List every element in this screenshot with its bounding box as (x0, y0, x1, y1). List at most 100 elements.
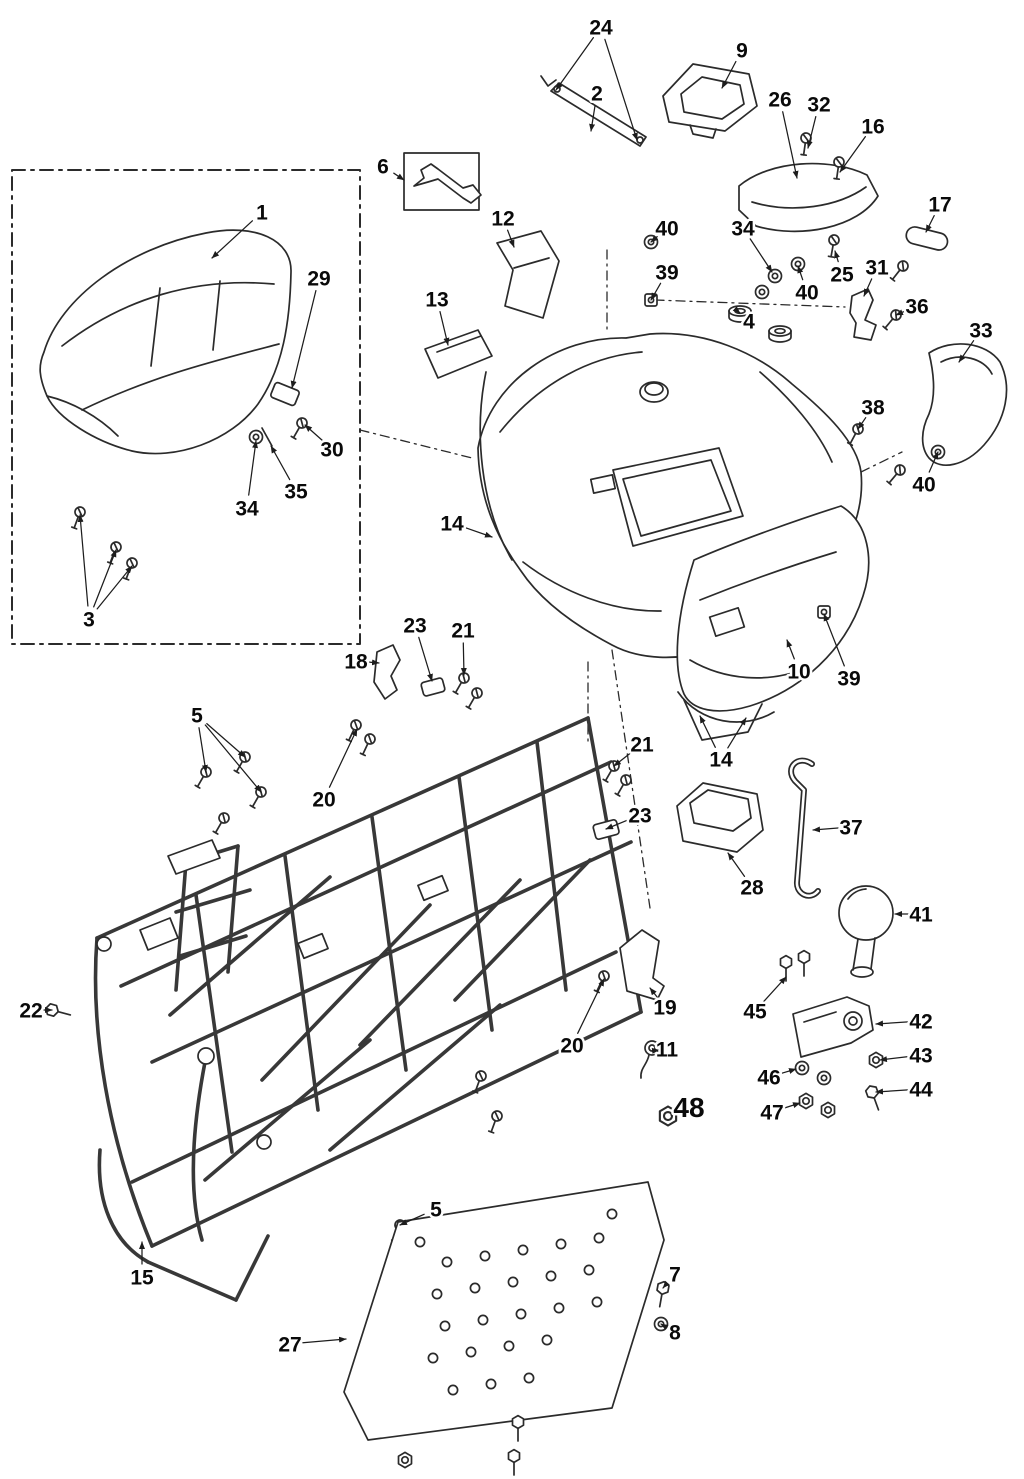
callout-leader-40 (650, 235, 659, 243)
callout-leader-25 (834, 250, 840, 263)
part-callout-6: 6 (377, 156, 389, 179)
washer-icon (790, 256, 806, 272)
part-28-tool-box (676, 782, 764, 853)
part-callout-43: 43 (909, 1045, 932, 1068)
callout-leader-13 (439, 310, 450, 346)
part-10-rear-fender (676, 505, 870, 741)
callout-leader-6 (393, 172, 405, 181)
part-callout-46: 46 (757, 1067, 780, 1090)
bolt-icon (507, 1448, 521, 1476)
part-callout-21: 21 (630, 734, 654, 757)
part-31-bracket (849, 288, 877, 341)
callout-leader-23 (605, 819, 629, 830)
screw-icon (591, 968, 612, 995)
callout-leader-3 (77, 514, 89, 607)
callout-leader-23 (418, 636, 433, 682)
part-callout-36: 36 (905, 296, 928, 319)
callout-leader-14 (463, 526, 493, 538)
frame-mount-details (96, 839, 449, 1150)
part-41-ball-knob (838, 885, 894, 978)
part-callout-14: 14 (709, 749, 733, 772)
screw-icon (880, 307, 904, 333)
part-callout-34: 34 (235, 498, 259, 521)
part-callout-37: 37 (839, 817, 862, 840)
part-callout-35: 35 (284, 481, 308, 504)
callout-leader-14 (727, 717, 747, 749)
part-6-wrench (403, 152, 482, 211)
callout-leader-2 (589, 105, 596, 132)
bolt-icon (43, 1002, 73, 1022)
callout-leader-5 (198, 727, 208, 773)
callout-leader-4 (732, 306, 741, 314)
part-12-shield (496, 230, 560, 319)
detail-box-border (11, 169, 361, 645)
callout-leader-7 (662, 1280, 670, 1289)
screw-icon (463, 685, 485, 712)
screw-icon (68, 504, 88, 531)
callout-leader-18 (368, 659, 380, 666)
part-callout-25: 25 (830, 264, 854, 287)
part-callout-2: 2 (591, 83, 603, 106)
callout-leader-26 (782, 111, 799, 179)
callout-leader-40 (928, 451, 939, 473)
part-callout-28: 28 (740, 877, 764, 900)
screw-icon (357, 731, 378, 758)
callout-leader-9 (721, 60, 737, 89)
part-callout-31: 31 (865, 257, 889, 280)
part-callout-8: 8 (669, 1322, 681, 1345)
part-16-rear-rack (738, 131, 879, 300)
part-callout-48: 48 (673, 1092, 704, 1123)
part-callout-14: 14 (440, 513, 464, 536)
callout-leader-47 (783, 1102, 801, 1109)
part-callout-9: 9 (736, 40, 748, 63)
part-18-bracket (373, 644, 401, 700)
washer-icon (816, 1070, 832, 1086)
part-9-cover (662, 63, 758, 139)
screw-icon (887, 258, 911, 284)
callout-leader-11 (651, 1047, 660, 1054)
screw-icon (825, 233, 841, 259)
callout-leader-46 (780, 1068, 797, 1074)
callout-leader-14 (699, 715, 716, 748)
callout-leader-10 (786, 639, 795, 660)
callout-leader-21 (613, 751, 633, 767)
callout-leader-20 (577, 978, 605, 1034)
part-callout-11: 11 (656, 1039, 679, 1062)
callout-leader-19 (649, 987, 658, 998)
bolt-icon (863, 1083, 885, 1113)
callout-leader-33 (958, 340, 975, 363)
callout-leader-3 (96, 565, 133, 610)
part-callout-45: 45 (743, 1001, 767, 1024)
screw-icon (485, 1108, 505, 1135)
part-19-bracket (619, 929, 665, 1001)
part-callout-41: 41 (909, 904, 933, 927)
bolt-icon (653, 1279, 671, 1309)
callout-leader-38 (857, 417, 867, 430)
part-callout-40: 40 (795, 282, 818, 305)
washer-icon (794, 1060, 810, 1076)
part-callout-4: 4 (743, 311, 755, 334)
part-callout-1: 1 (256, 202, 268, 225)
screw-icon (450, 670, 472, 697)
part-callout-47: 47 (760, 1102, 783, 1125)
part-27-footrest-plate (343, 1181, 671, 1476)
screw-icon (192, 764, 214, 791)
part-callout-7: 7 (669, 1264, 681, 1287)
part-callout-13: 13 (425, 289, 448, 312)
part-callout-3: 3 (83, 609, 95, 632)
frame-brackets-fasteners (43, 644, 678, 1263)
screw-icon (844, 421, 866, 448)
nut-icon (397, 1451, 413, 1469)
part-callout-20: 20 (560, 1035, 583, 1058)
part-42-hitch-bracket (779, 949, 885, 1119)
clip-nut-icon (817, 605, 831, 619)
callout-leader-39 (823, 613, 845, 667)
part-callout-33: 33 (969, 320, 992, 343)
part-callout-23: 23 (403, 615, 426, 638)
callout-leader-27 (302, 1336, 347, 1344)
callout-leader-39 (650, 282, 662, 301)
callout-leader-3 (93, 549, 117, 608)
callout-leader-5 (204, 724, 262, 793)
